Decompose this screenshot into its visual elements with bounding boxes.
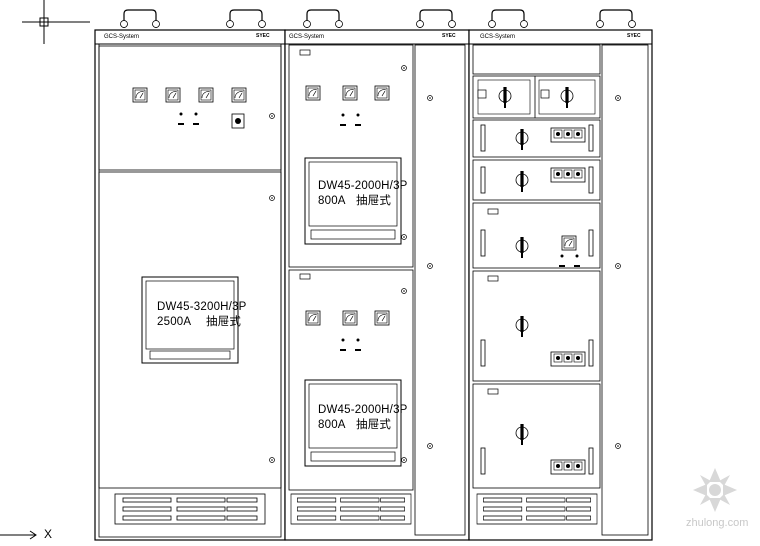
- lifting-hook-icon: [415, 9, 457, 29]
- watermark-text: zhulong.com: [686, 517, 749, 529]
- hinge-icon: [427, 95, 433, 101]
- ventilation-grille: [114, 493, 266, 525]
- x-axis-arrow: [0, 530, 37, 540]
- hinge-icon: [401, 457, 407, 463]
- cabinet-1: [94, 9, 286, 541]
- lifting-hook-icon: [119, 9, 161, 29]
- hinge-icon: [615, 443, 621, 449]
- ventilation-grille: [290, 493, 412, 525]
- watermark-logo-icon: [693, 468, 737, 512]
- hinge-icon: [269, 457, 275, 463]
- meter-icon: [305, 85, 321, 101]
- cabinet-header-label: GCS-System: [480, 34, 516, 40]
- cabinet-3: [468, 9, 653, 541]
- hinge-icon: [401, 65, 407, 71]
- drawer-slot: [588, 124, 594, 152]
- meter-icon: [374, 85, 390, 101]
- meter-icon: [342, 310, 358, 326]
- hinge-icon: [427, 443, 433, 449]
- drawer-slot: [588, 229, 594, 257]
- drawer-slot: [480, 166, 486, 194]
- drawer-slot: [588, 339, 594, 367]
- brand-logo: SYEC: [442, 33, 456, 39]
- breaker-model: DW45-2000H/3P: [318, 404, 408, 416]
- hinge-icon: [269, 195, 275, 201]
- drawer-slot: [480, 229, 486, 257]
- breaker-model: DW45-3200H/3P: [157, 301, 247, 313]
- meter-icon: [231, 87, 247, 103]
- lifting-hook-icon: [302, 9, 344, 29]
- lifting-hook-icon: [225, 9, 267, 29]
- hinge-icon: [615, 95, 621, 101]
- breaker-model: DW45-2000H/3P: [318, 180, 408, 192]
- cabinet-header-label: GCS-System: [289, 34, 325, 40]
- breaker-window: [304, 379, 402, 467]
- brand-logo: SYEC: [627, 33, 641, 39]
- meter-icon: [305, 310, 321, 326]
- breaker-rating: 800A: [318, 419, 346, 431]
- lifting-hook-icon: [487, 9, 529, 29]
- breaker-window: [141, 276, 239, 364]
- meter-icon: [342, 85, 358, 101]
- terminal-block: [550, 167, 586, 183]
- selector-switch-icon: [235, 118, 241, 124]
- hinge-icon: [401, 288, 407, 294]
- breaker-type: 抽屉式: [356, 195, 392, 207]
- terminal-block: [550, 459, 586, 475]
- terminal-block: [550, 127, 586, 143]
- crosshair-mark: [22, 0, 90, 44]
- lifting-hook-icon: [595, 9, 637, 29]
- hinge-icon: [401, 234, 407, 240]
- drawer-slot: [480, 447, 486, 475]
- breaker-rating: 2500A: [157, 316, 192, 328]
- cabinet-2: [284, 9, 470, 541]
- terminal-block: [550, 351, 586, 367]
- ventilation-grille: [476, 493, 598, 525]
- brand-logo: SYEC: [256, 33, 270, 39]
- meter-icon: [165, 87, 181, 103]
- breaker-type: 抽屉式: [356, 419, 392, 431]
- cabinet-header-label: GCS-System: [104, 34, 140, 40]
- meter-icon: [198, 87, 214, 103]
- meter-icon: [132, 87, 148, 103]
- hinge-icon: [615, 263, 621, 269]
- breaker-rating: 800A: [318, 195, 346, 207]
- hinge-icon: [269, 113, 275, 119]
- axis-label: X: [44, 527, 53, 541]
- breaker-type: 抽屉式: [206, 316, 242, 328]
- drawer-slot: [480, 124, 486, 152]
- breaker-window: [304, 157, 402, 245]
- drawer-slot: [588, 166, 594, 194]
- hinge-icon: [427, 263, 433, 269]
- meter-icon: [561, 235, 577, 251]
- meter-icon: [374, 310, 390, 326]
- drawer-slot: [480, 339, 486, 367]
- drawer-slot: [588, 447, 594, 475]
